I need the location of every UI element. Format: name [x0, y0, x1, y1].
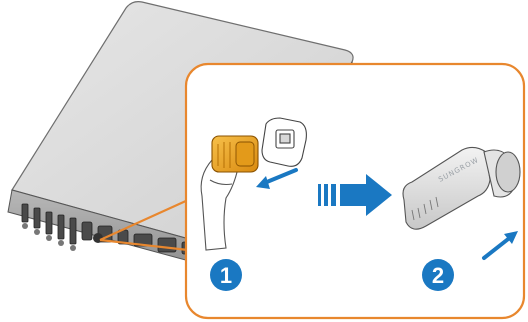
step-badge-2: 2	[422, 259, 454, 291]
communication-port-icon	[262, 118, 306, 166]
protective-cap-icon	[212, 136, 258, 172]
step-number-2: 2	[432, 263, 444, 288]
step-badge-1: 1	[210, 259, 242, 291]
step-number-1: 1	[220, 263, 232, 288]
